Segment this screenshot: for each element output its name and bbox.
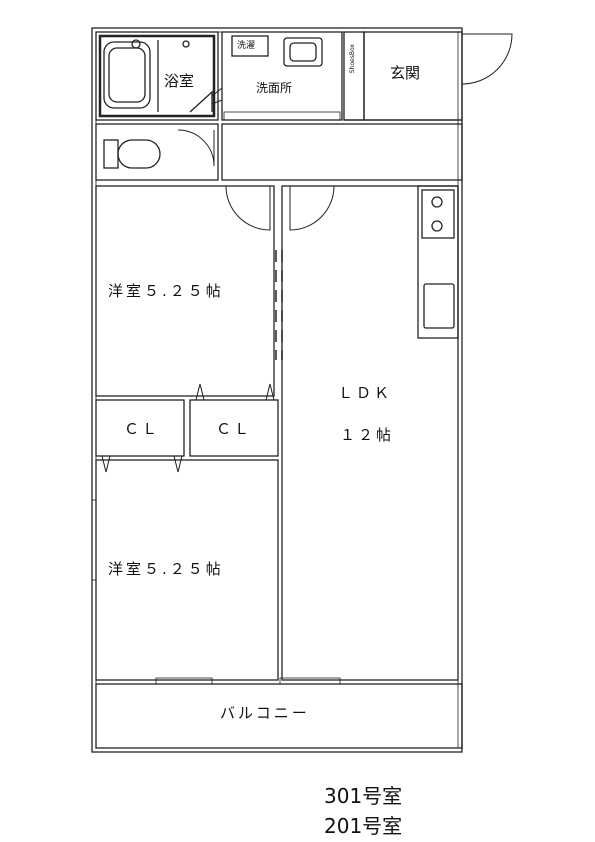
label-closet-2: ＣＬ	[216, 420, 253, 438]
label-ldk: ＬＤＫ	[338, 384, 393, 402]
kitchen-counter	[417, 185, 459, 339]
label-western-room-1: 洋室５.２５帖	[108, 282, 224, 300]
toilet-room	[95, 123, 219, 181]
label-bath: 浴室	[164, 72, 195, 90]
washer-box	[231, 35, 269, 57]
western-room-1	[95, 185, 275, 397]
outer-wall	[91, 27, 463, 753]
closet-2	[189, 399, 279, 457]
label-closet-1: ＣＬ	[124, 420, 161, 438]
balcony	[95, 683, 463, 749]
label-washer: 洗濯	[237, 41, 256, 51]
sink	[283, 37, 323, 67]
ldk-room	[281, 185, 459, 681]
toilet	[117, 139, 161, 169]
stove	[421, 189, 455, 239]
label-shoebox: ShoesBox	[349, 44, 356, 74]
bath-room	[95, 31, 219, 121]
label-entrance: 玄関	[390, 64, 421, 82]
bathtub	[103, 41, 151, 109]
label-ldk-size: １２帖	[340, 426, 395, 444]
hallway	[221, 123, 463, 181]
unit-number-1: 301号室	[324, 784, 403, 808]
label-balcony: バルコニー	[220, 704, 310, 722]
entrance-door-swing	[461, 33, 513, 85]
kitchen-sink	[423, 283, 455, 329]
unit-number-2: 201号室	[324, 814, 403, 838]
label-washroom: 洗面所	[256, 81, 293, 95]
label-western-room-2: 洋室５.２５帖	[108, 560, 224, 578]
closet-1	[95, 399, 185, 457]
